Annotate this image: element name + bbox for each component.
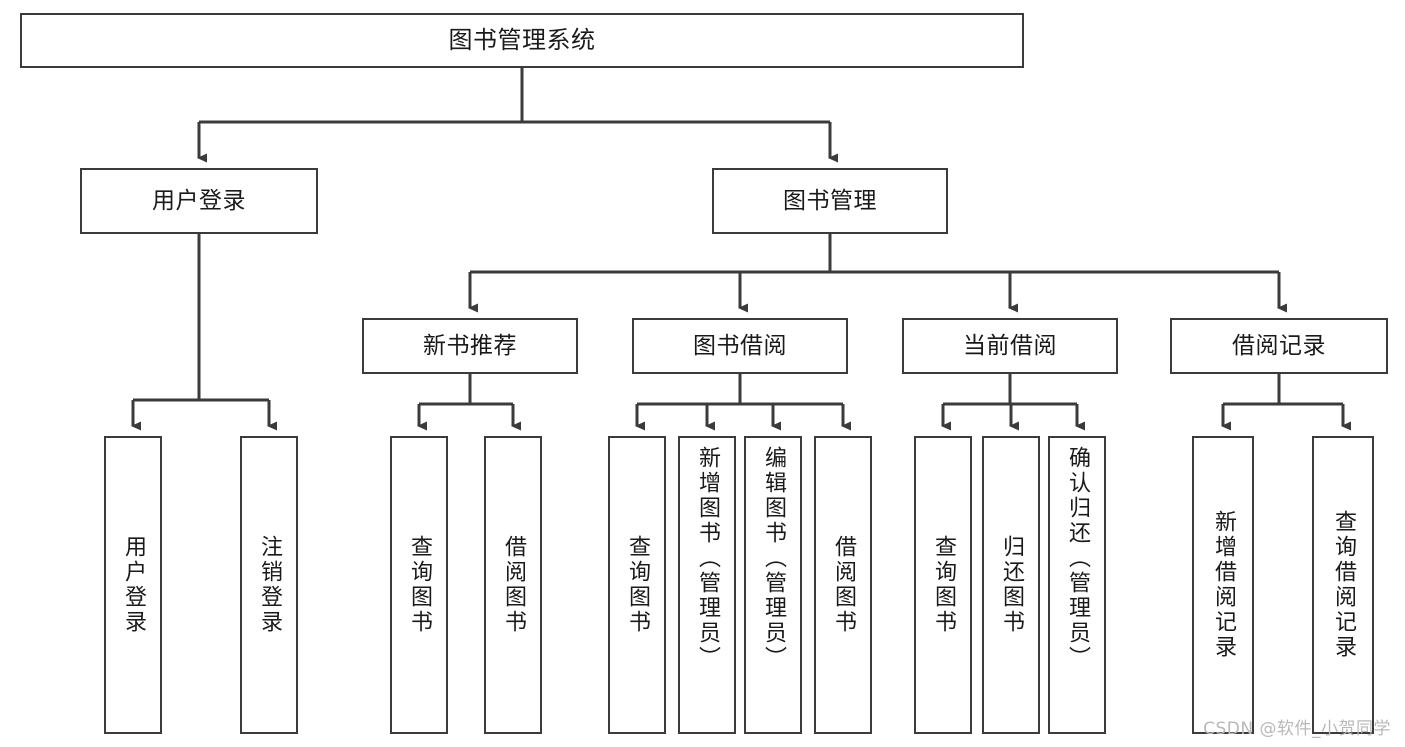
node-leaf-query-book-1[interactable]: 查询图书 xyxy=(390,436,448,734)
node-book-borrow-label: 图书借阅 xyxy=(693,332,787,359)
node-root[interactable]: 图书管理系统 xyxy=(20,13,1024,68)
node-leaf-query-record[interactable]: 查询借阅记录 xyxy=(1312,436,1374,734)
node-leaf-logout-login[interactable]: 注销登录 xyxy=(240,436,298,734)
node-current-borrow-label: 当前借阅 xyxy=(963,332,1057,359)
node-leaf-confirm-return[interactable]: 确认归还（管理员） xyxy=(1048,436,1106,734)
node-leaf-return-book[interactable]: 归还图书 xyxy=(982,436,1040,734)
node-leaf-edit-book[interactable]: 编辑图书（管理员） xyxy=(744,436,802,734)
watermark: CSDN @软件_小贺同学 xyxy=(1203,719,1391,739)
node-borrow-record[interactable]: 借阅记录 xyxy=(1170,318,1388,374)
node-leaf-logout-login-label: 注销登录 xyxy=(257,535,282,635)
node-leaf-borrow-book-1[interactable]: 借阅图书 xyxy=(484,436,542,734)
node-new-book-recommend[interactable]: 新书推荐 xyxy=(362,318,578,374)
node-leaf-confirm-return-label: 确认归还（管理员） xyxy=(1065,446,1090,671)
node-leaf-query-book-1-label: 查询图书 xyxy=(407,535,432,635)
node-book-manage-label: 图书管理 xyxy=(783,187,877,214)
node-leaf-user-login-label: 用户登录 xyxy=(121,535,146,635)
node-book-manage[interactable]: 图书管理 xyxy=(712,168,948,234)
node-leaf-borrow-book-2[interactable]: 借阅图书 xyxy=(814,436,872,734)
node-leaf-query-record-label: 查询借阅记录 xyxy=(1331,510,1356,660)
node-leaf-add-book[interactable]: 新增图书（管理员） xyxy=(678,436,736,734)
node-leaf-add-book-label: 新增图书（管理员） xyxy=(695,446,720,671)
node-leaf-query-book-3-label: 查询图书 xyxy=(931,535,956,635)
node-leaf-borrow-book-1-label: 借阅图书 xyxy=(501,535,526,635)
node-leaf-return-book-label: 归还图书 xyxy=(999,535,1024,635)
node-root-label: 图书管理系统 xyxy=(448,25,596,54)
node-book-borrow[interactable]: 图书借阅 xyxy=(632,318,848,374)
node-leaf-borrow-book-2-label: 借阅图书 xyxy=(831,535,856,635)
node-leaf-user-login[interactable]: 用户登录 xyxy=(104,436,162,734)
node-user-login-label: 用户登录 xyxy=(152,187,246,214)
node-leaf-query-book-2-label: 查询图书 xyxy=(625,535,650,635)
node-leaf-add-record[interactable]: 新增借阅记录 xyxy=(1192,436,1254,734)
node-leaf-edit-book-label: 编辑图书（管理员） xyxy=(761,446,786,671)
node-current-borrow[interactable]: 当前借阅 xyxy=(902,318,1118,374)
node-leaf-query-book-3[interactable]: 查询图书 xyxy=(914,436,972,734)
node-borrow-record-label: 借阅记录 xyxy=(1232,332,1326,359)
node-leaf-add-record-label: 新增借阅记录 xyxy=(1211,510,1236,660)
node-new-book-recommend-label: 新书推荐 xyxy=(423,332,517,359)
node-user-login[interactable]: 用户登录 xyxy=(80,168,318,234)
node-leaf-query-book-2[interactable]: 查询图书 xyxy=(608,436,666,734)
